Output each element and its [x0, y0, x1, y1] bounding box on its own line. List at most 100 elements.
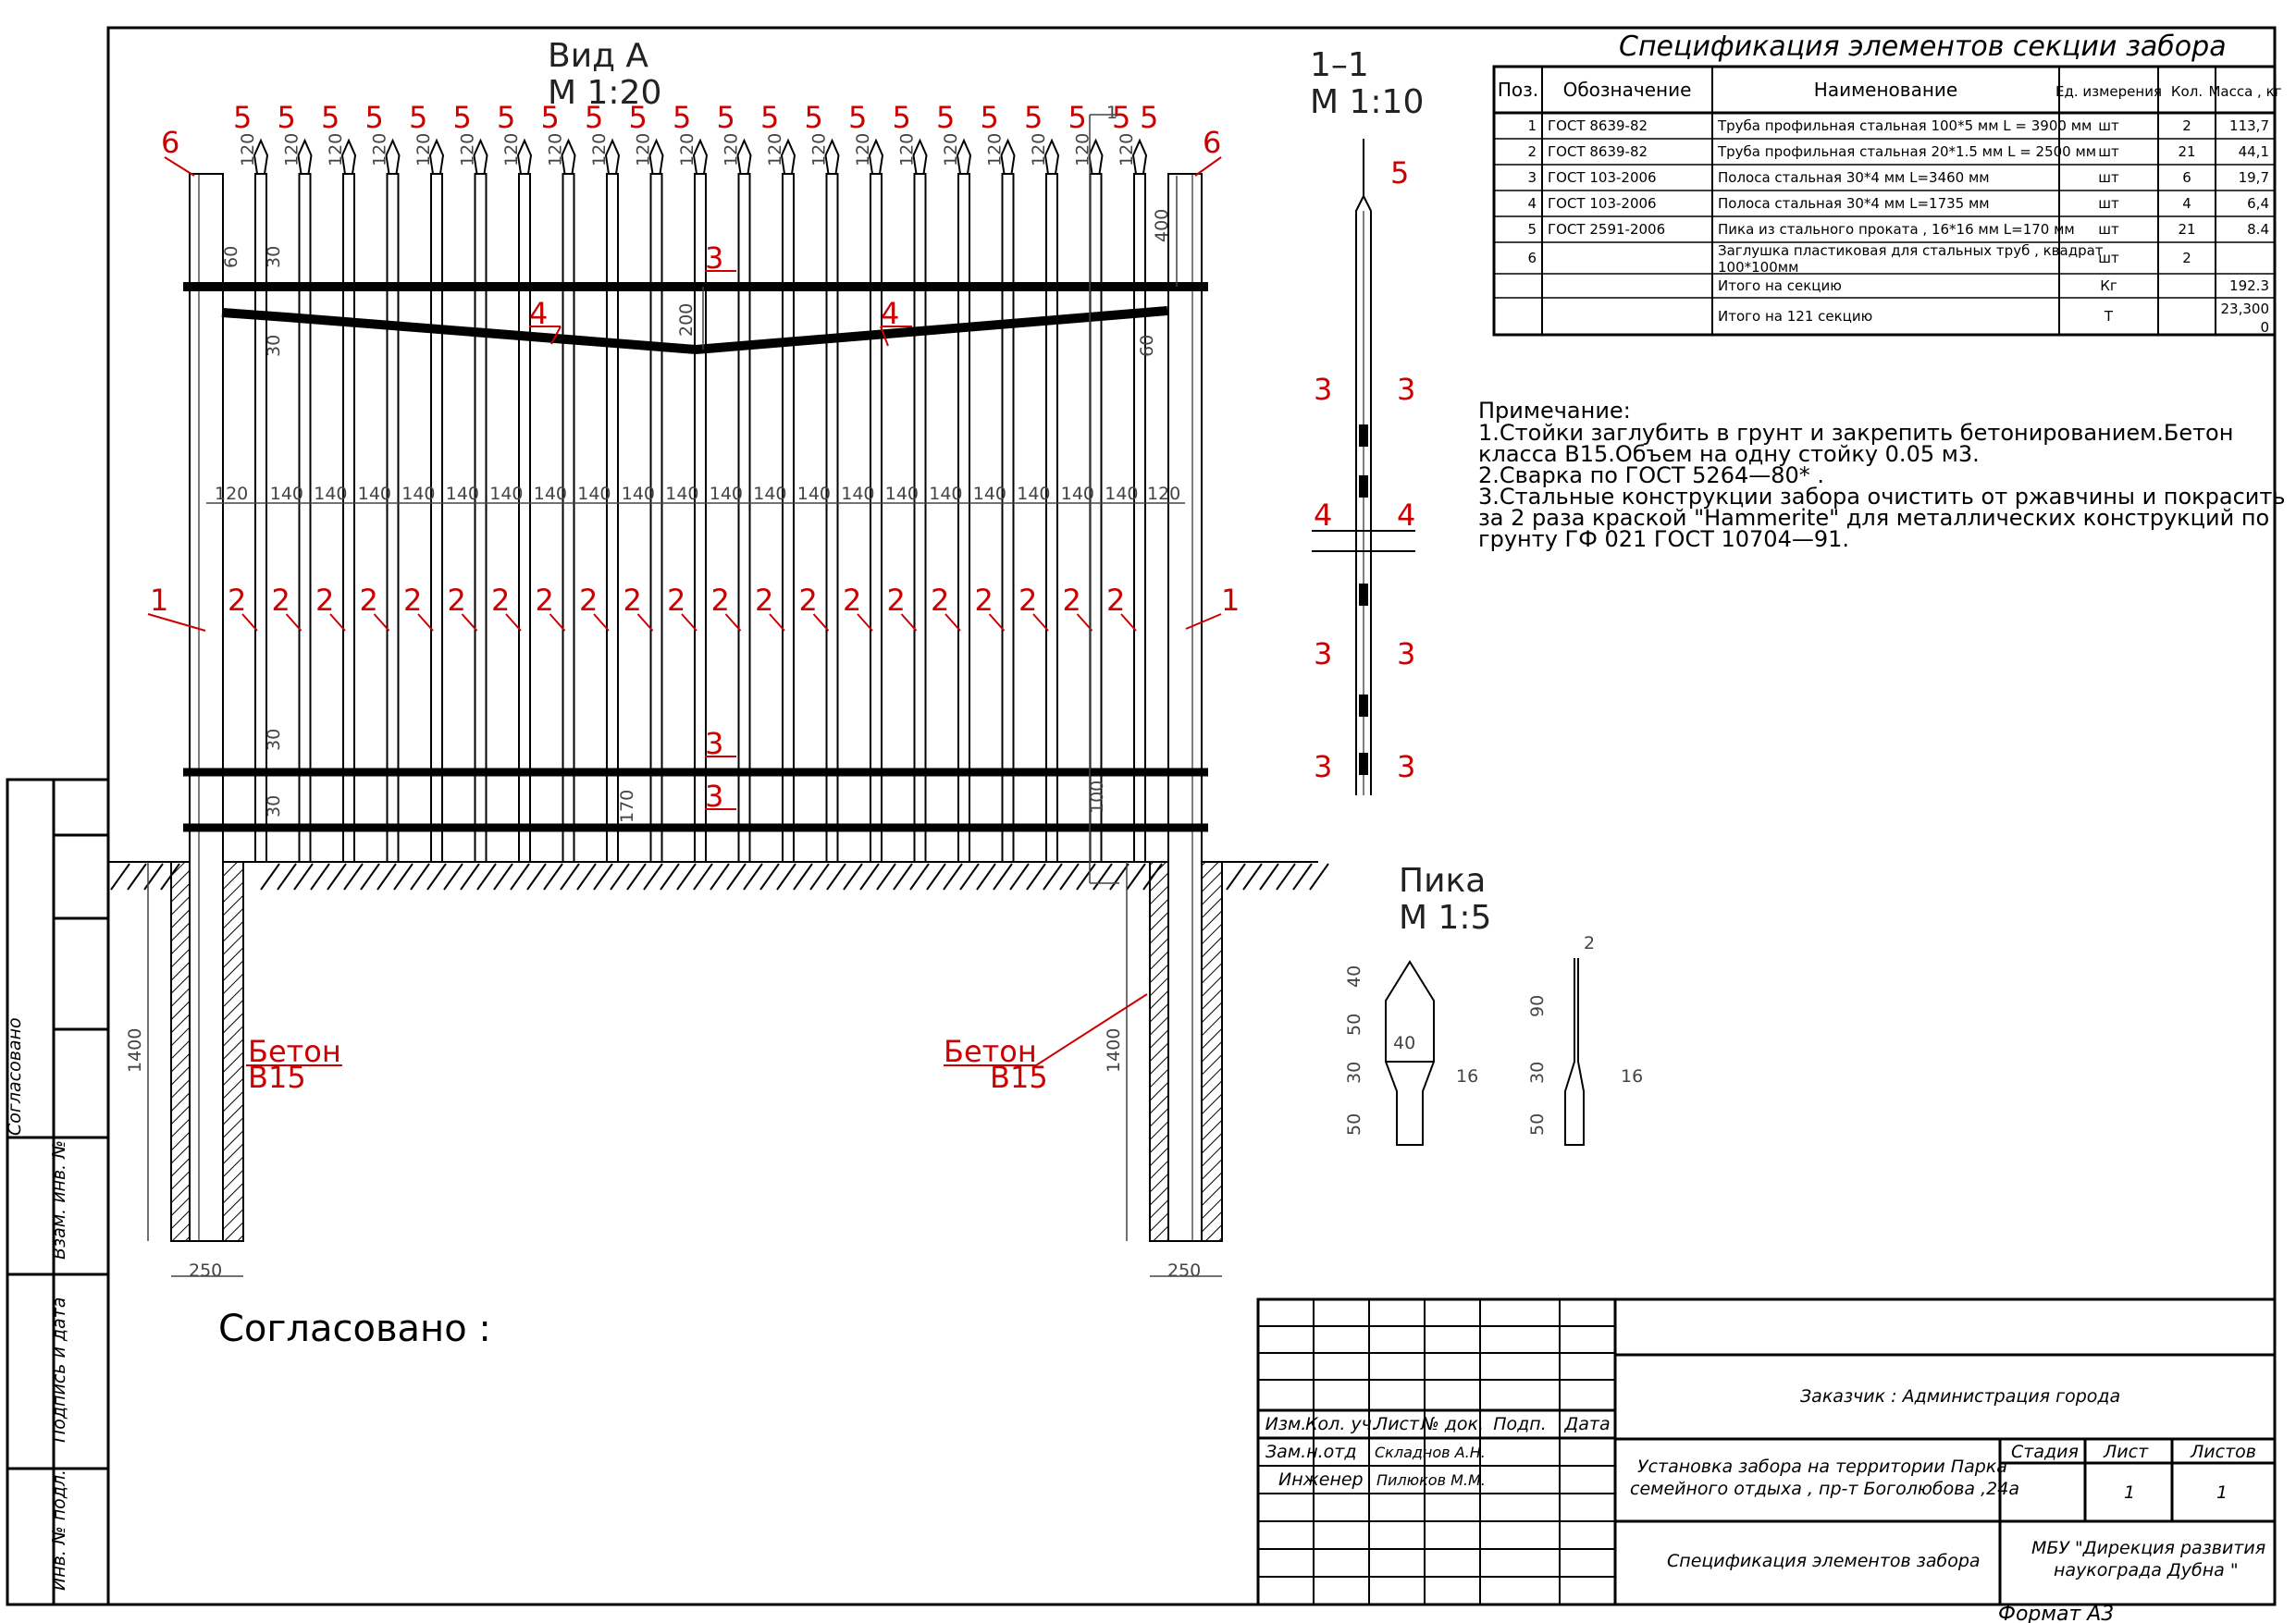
callout-1-right: 1: [1221, 583, 1240, 618]
callout-3-a: 3: [705, 240, 723, 276]
dim-lines: [147, 114, 1222, 1277]
callout-5: 5: [365, 100, 384, 135]
spec-cell: Пика из стального проката , 16*16 мм L=1…: [1718, 221, 2075, 238]
callout-2: 2: [887, 583, 906, 618]
dim-140: 140: [1017, 484, 1050, 504]
note-line: 2.Сварка по ГОСТ 5264—80* .: [1478, 462, 1824, 488]
callout-2-leader: [988, 613, 1006, 632]
section-drawing: [1312, 139, 1415, 795]
dim-60-left: 60: [221, 246, 241, 268]
section-callouts: 5 3 3 4 4 3 3 3 3: [1314, 155, 1415, 784]
dim-1400-left: 1400: [125, 1028, 145, 1073]
dim-140: 140: [665, 484, 698, 504]
dim-120: 120: [414, 133, 434, 166]
sec-3b: 3: [1397, 372, 1415, 407]
dim-120: 120: [501, 133, 522, 166]
tb-role1: Зам.н.отд: [1265, 1442, 1357, 1462]
dim-120: 120: [677, 133, 697, 166]
sec-4a: 4: [1314, 498, 1332, 533]
dim-30-low2: 30: [264, 795, 284, 818]
tb-format: Формат А3: [1998, 1603, 2114, 1623]
pike2-dim-30: 30: [1527, 1062, 1548, 1084]
dim-140: 140: [885, 484, 919, 504]
sec-3a: 3: [1314, 372, 1332, 407]
tb-doc-name: Спецификация элементов забора: [1667, 1551, 1981, 1571]
dim-140: 140: [577, 484, 611, 504]
callout-2: 2: [448, 583, 466, 618]
callout-2: 2: [1063, 583, 1081, 618]
callout-2: 2: [975, 583, 994, 618]
spec-cell: Полоса стальная 30*4 мм L=1735 мм: [1718, 195, 1990, 212]
tb-name1: Складнов А.Н.: [1375, 1444, 1486, 1461]
title-block: [1256, 1297, 2277, 1606]
picket: [1131, 138, 1148, 863]
spec-header: Наименование: [1814, 79, 1957, 101]
callout-5: 5: [497, 100, 515, 135]
spec-cell: 113,7: [2229, 117, 2269, 134]
spec-cell: 44,1: [2239, 143, 2269, 160]
callout-2: 2: [711, 583, 730, 618]
dim-140: 140: [797, 484, 831, 504]
spec-cell: ГОСТ 103-2006: [1548, 169, 1657, 186]
callout-6-left: 6: [161, 125, 179, 160]
spec-cell: шт: [2098, 195, 2119, 212]
callout-2: 2: [315, 583, 334, 618]
dim-140: 140: [710, 484, 743, 504]
dim-120: 120: [370, 133, 390, 166]
dim-140: 140: [841, 484, 874, 504]
dim-120: 120: [985, 133, 1006, 166]
callout-5: 5: [717, 100, 735, 135]
dim-120: 120: [326, 133, 346, 166]
spec-cell: 100*100мм: [1718, 259, 1798, 276]
tb-project-l1: Установка забора на территории Парка: [1637, 1457, 2007, 1477]
spec-cell: ГОСТ 103-2006: [1548, 195, 1657, 212]
dim-140: 140: [1105, 484, 1138, 504]
note-line: класса В15.Объем на одну стойку 0.05 м3.: [1478, 441, 1980, 467]
note-line: 1.Стойки заглубить в грунт и закрепить б…: [1478, 420, 2233, 446]
callout-5: 5: [1140, 100, 1158, 135]
tb-project-l2: семейного отдыха , пр-т Боголюбова ,24а: [1630, 1479, 2019, 1499]
dim-1400-right: 1400: [1104, 1028, 1124, 1073]
callout-2-leader: [681, 613, 697, 632]
callout-5: 5: [1024, 100, 1043, 135]
callout-3-b: 3: [705, 726, 723, 761]
callout-2-leader: [1032, 613, 1049, 632]
callout-2-leader: [241, 613, 258, 632]
sec-3e: 3: [1314, 749, 1332, 784]
spec-cell: ГОСТ 8639-82: [1548, 143, 1648, 160]
side-inv-label: Инв. № подл.: [49, 1469, 69, 1591]
spec-header: Масса , кг: [2208, 83, 2281, 100]
callout-2-leader: [769, 613, 785, 632]
callout-2-leader: [373, 613, 390, 632]
dim-30-low1: 30: [264, 729, 284, 751]
callout-5: 5: [541, 100, 560, 135]
tb-customer: Заказчик : Администрация города: [1800, 1386, 2120, 1407]
tb-col-header: № док.: [1420, 1414, 1484, 1434]
dim-140: 140: [622, 484, 655, 504]
callout-5: 5: [981, 100, 999, 135]
callout-2: 2: [536, 583, 554, 618]
pike-dim-40h: 40: [1393, 1033, 1415, 1053]
callout-2-leader: [417, 613, 434, 632]
spec-title: Спецификация элементов секции забора: [1619, 31, 2227, 63]
section-title: 1–1: [1310, 46, 1369, 84]
callout-2: 2: [491, 583, 510, 618]
picket: [1043, 138, 1060, 863]
dim-140: 140: [534, 484, 567, 504]
dim-60-right: 60: [1137, 335, 1157, 357]
spec-cell: 2: [2182, 250, 2191, 266]
dim-140: 140: [753, 484, 786, 504]
tb-stage-h: Стадия: [2011, 1442, 2079, 1462]
section-scale: М 1:10: [1310, 83, 1424, 121]
dim-120: 120: [589, 133, 610, 166]
pike-title: Пика: [1399, 862, 1486, 900]
spec-cell: Т: [2104, 308, 2114, 325]
spec-cell: 6,4: [2247, 195, 2269, 212]
spec-cell: 5: [1527, 221, 1537, 238]
spec-header: Ед. измерения: [2055, 83, 2162, 100]
callout-2: 2: [579, 583, 598, 618]
dim-140: 140: [1061, 484, 1094, 504]
